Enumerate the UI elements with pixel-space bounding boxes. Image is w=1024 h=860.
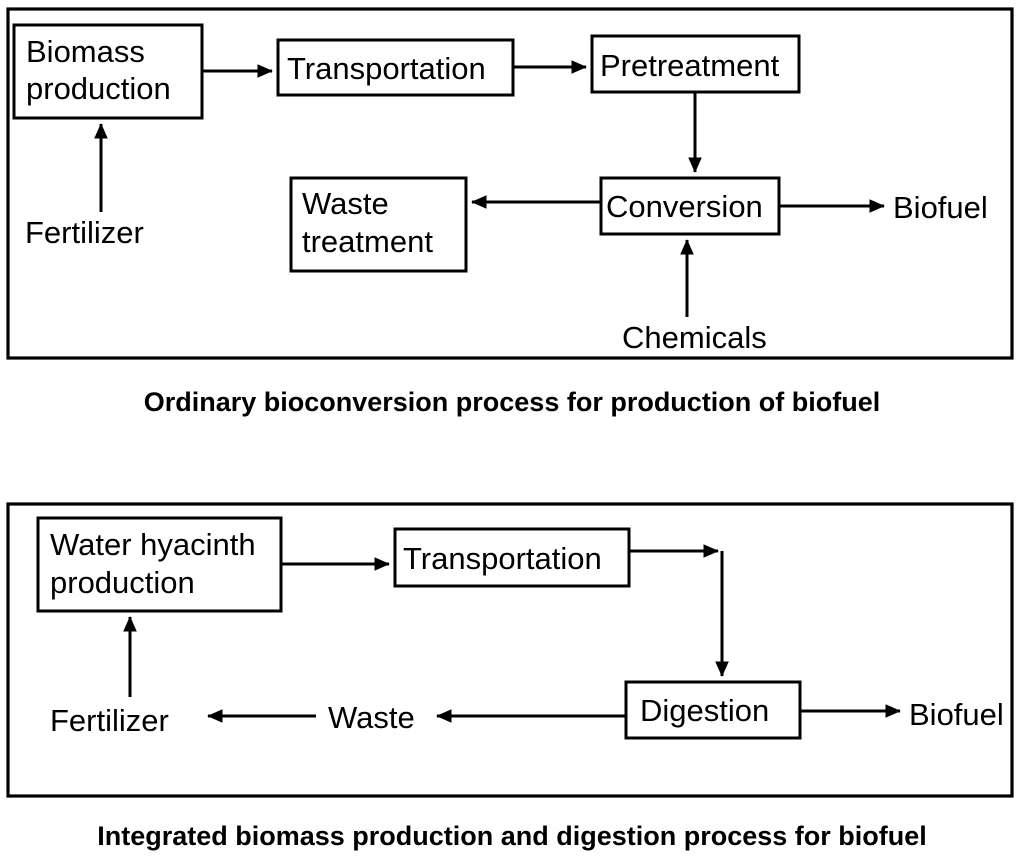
node-transportation: Transportation (276, 38, 515, 97)
free-label-fertilizer-2: Fertilizer (50, 703, 169, 738)
node-water-hyacinth-production: Water hyacinth production (36, 516, 283, 613)
node-label-conversion: Conversion (606, 189, 763, 224)
node-digestion: Digestion (624, 680, 802, 740)
node-box-digestion (624, 680, 802, 740)
node-conversion: Conversion (599, 176, 781, 236)
node-label-biomass-production-line1: Biomass (26, 34, 145, 69)
node-label-waste-treatment-line1: Waste (302, 186, 389, 221)
free-label-chemicals: Chemicals (622, 320, 767, 355)
free-label-biofuel: Biofuel (893, 190, 988, 225)
panel-border-ordinary (6, 7, 1014, 360)
node-label-digestion: Digestion (640, 693, 769, 728)
node-biomass-production: Biomass production (12, 23, 204, 120)
node-box-transportation (276, 38, 515, 97)
node-box-conversion (599, 176, 781, 236)
panel-border-integrated (6, 502, 1014, 798)
node-transportation-2: Transportation (393, 527, 631, 588)
node-label-transportation-2: Transportation (403, 541, 602, 576)
node-pretreatment: Pretreatment (590, 34, 801, 94)
node-label-waste-treatment-line2: treatment (302, 224, 433, 259)
panel-ordinary-process: Biomass production Transportation Pretre… (6, 7, 1014, 360)
caption-integrated-process: Integrated biomass production and digest… (97, 821, 927, 851)
caption-ordinary-process: Ordinary bioconversion process for produ… (144, 387, 881, 417)
node-box-transportation-2 (393, 527, 631, 588)
node-box-pretreatment (590, 34, 801, 94)
node-label-biomass-production-line2: production (26, 71, 171, 106)
node-label-water-hyacinth-production-line1: Water hyacinth (50, 527, 256, 562)
node-waste-treatment: Waste treatment (289, 176, 468, 273)
node-box-biomass-production (12, 23, 204, 120)
free-label-fertilizer: Fertilizer (25, 215, 144, 250)
node-box-waste-treatment (289, 176, 468, 273)
panel-integrated-process: Water hyacinth production Transportation… (6, 502, 1014, 798)
free-label-biofuel-2: Biofuel (909, 697, 1004, 732)
node-label-pretreatment: Pretreatment (600, 48, 780, 83)
node-label-water-hyacinth-production-line2: production (50, 565, 195, 600)
node-label-transportation: Transportation (287, 51, 486, 86)
free-label-waste: Waste (328, 700, 415, 735)
